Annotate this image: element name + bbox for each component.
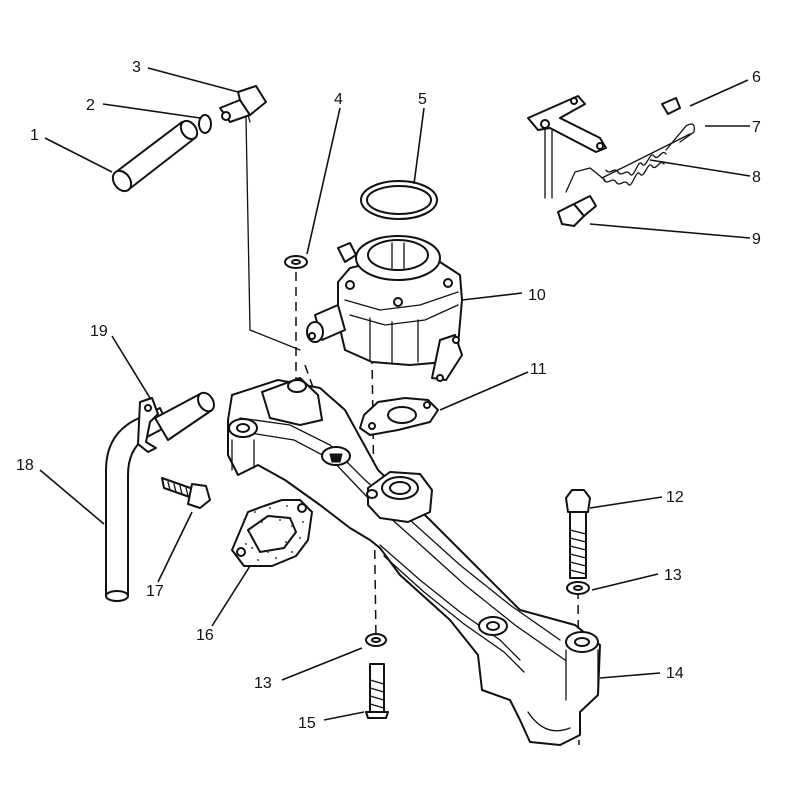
carburetor-gasket: [359, 397, 439, 436]
air-horn-o-ring: [360, 180, 438, 220]
spring-hook-pin: [661, 97, 681, 115]
callout-5: 5: [418, 91, 427, 108]
linkage-rod: [565, 167, 606, 193]
manifold-bolt-long: [565, 489, 591, 579]
hex-bolt-bracket: [161, 477, 211, 509]
callout-labels: 1 2 3 4 5 6 7 8 9 10 11 12 13 13 14 15 1…: [16, 59, 761, 732]
callout-18: 18: [16, 457, 34, 474]
callout-19: 19: [90, 323, 108, 340]
elbow-fitting: [219, 85, 267, 123]
callout-10: 10: [528, 287, 546, 304]
manifold-bolt-short: [365, 663, 389, 719]
callout-6: 6: [752, 69, 761, 86]
carburetor: [306, 235, 463, 382]
callout-14: 14: [666, 665, 684, 682]
callout-16: 16: [196, 627, 214, 644]
return-spring: [601, 123, 695, 186]
callout-1: 1: [30, 127, 39, 144]
pcv-hose: [154, 391, 215, 441]
callout-3: 3: [132, 59, 141, 76]
throttle-bracket: [527, 95, 607, 153]
intake-manifold: [227, 377, 601, 746]
callout-8: 8: [752, 169, 761, 186]
callout-11: 11: [530, 361, 547, 378]
callout-9: 9: [752, 231, 761, 248]
callout-4: 4: [334, 91, 343, 108]
pcv-tube: [105, 407, 169, 602]
tube-clamp: [137, 397, 159, 453]
manifold-gasket: [231, 499, 313, 567]
washer-right: [566, 581, 590, 595]
callout-12: 12: [666, 489, 684, 506]
hose-clamp: [198, 114, 212, 134]
wing-nut: [557, 195, 597, 227]
washer-upper: [284, 255, 308, 269]
fuel-hose: [111, 119, 199, 193]
callout-13-right: 13: [664, 567, 682, 584]
callout-13-lower: 13: [254, 675, 272, 692]
callout-7: 7: [752, 119, 761, 136]
leader-lines: [39, 67, 751, 721]
callout-2: 2: [86, 97, 95, 114]
callout-15: 15: [298, 715, 316, 732]
callout-17: 17: [146, 583, 164, 600]
washer-lower: [365, 633, 387, 647]
